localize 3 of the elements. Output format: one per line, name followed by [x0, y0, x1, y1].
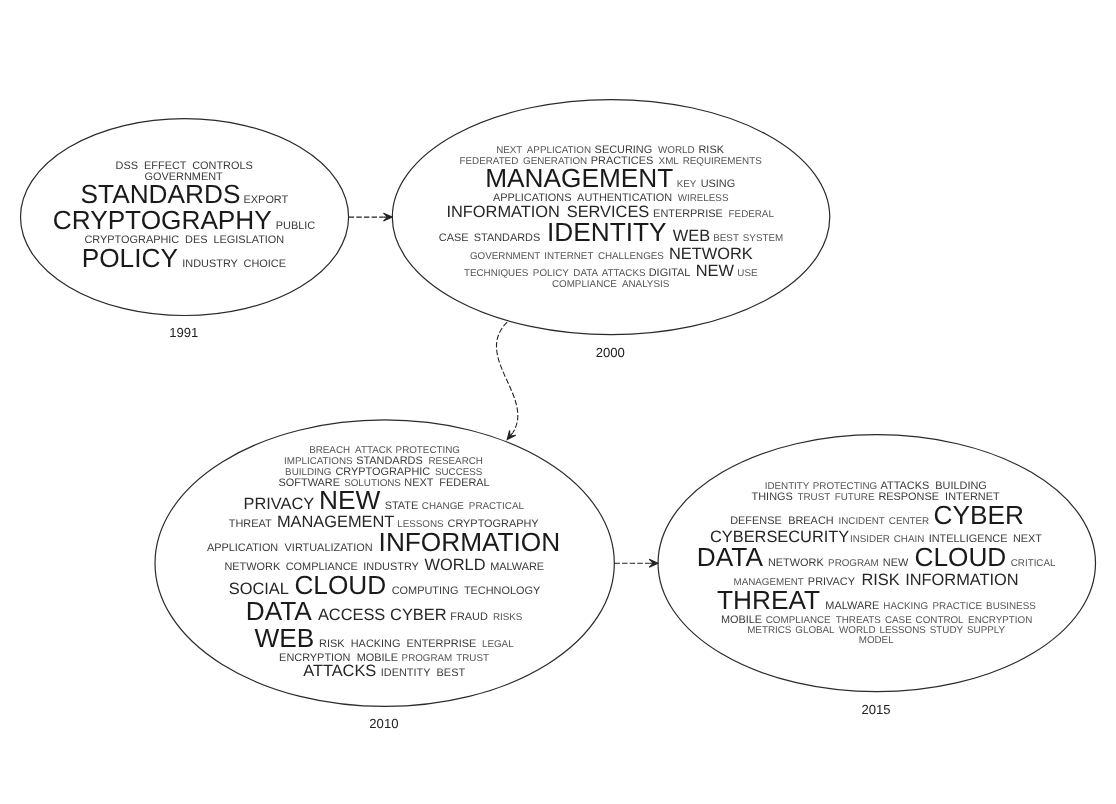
arrow — [496, 320, 519, 440]
arrow — [613, 557, 659, 567]
arrow — [348, 211, 393, 221]
